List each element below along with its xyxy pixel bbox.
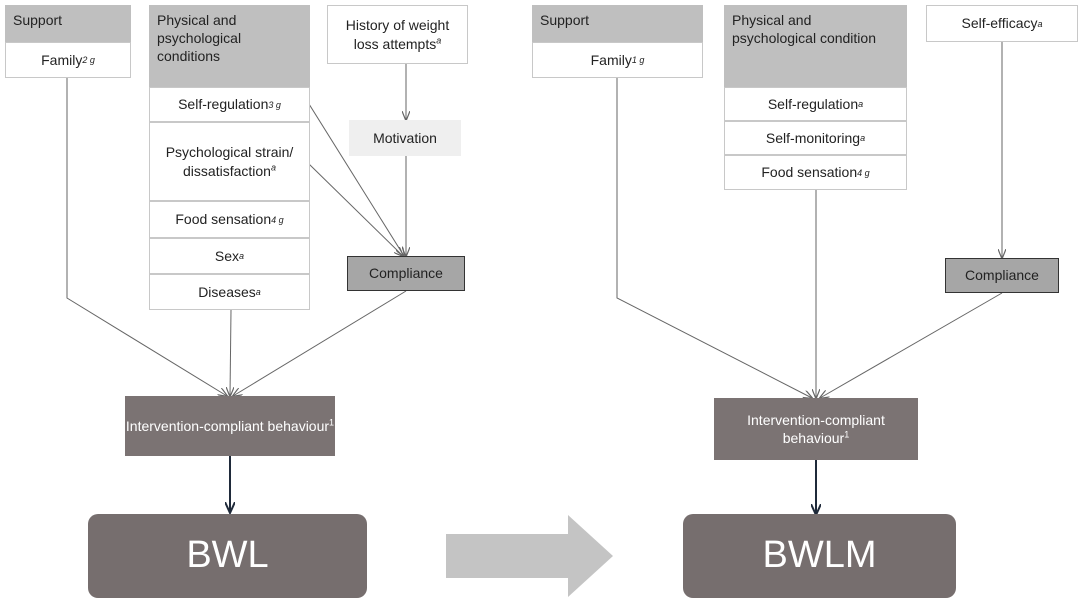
conditions-header-right: Physical and psychological condition [724, 5, 907, 87]
conditions-header: Physical and psychological conditions [149, 5, 310, 87]
condition-item: Psychological strain/ dissatisfactiona [149, 122, 310, 201]
support-header: Support [5, 5, 131, 42]
outcome-bwlm: BWLM [683, 514, 956, 598]
compliance-box-right: Compliance [945, 258, 1059, 293]
arrow-conditions-to-behaviour [230, 309, 231, 396]
motivation-box: Motivation [349, 120, 461, 156]
arrow-family-to-behaviour-right [616, 78, 812, 398]
arrow-compliance-to-behaviour-right [820, 292, 1003, 398]
behaviour-box-right: Intervention-compliant behaviour1 [714, 398, 918, 460]
arrow-compliance-to-behaviour [233, 290, 407, 396]
behaviour-box: Intervention-compliant behaviour1 [125, 396, 335, 456]
arrow-family-to-behaviour [66, 78, 227, 396]
support-header-right: Support [532, 5, 703, 42]
arrow-strain-to-compliance [308, 163, 403, 256]
transition-arrow [446, 515, 613, 597]
arrow-selfregulation-to-compliance [308, 103, 404, 256]
history-box: History of weight loss attemptsa [327, 5, 468, 64]
outcome-bwl: BWL [88, 514, 367, 598]
compliance-box: Compliance [347, 256, 465, 291]
